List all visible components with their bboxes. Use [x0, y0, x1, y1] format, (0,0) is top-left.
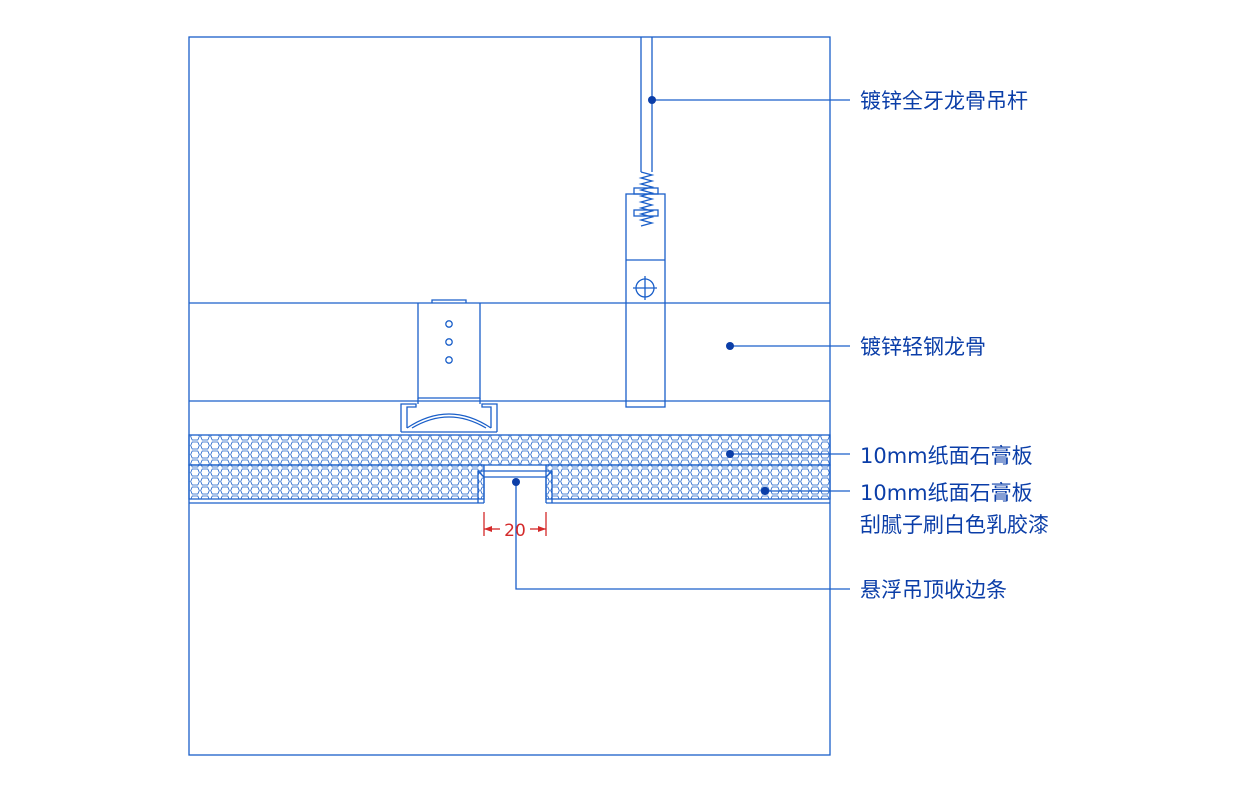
leader-dot-edge-strip: [512, 478, 520, 486]
gypsum-board-lower: [188, 464, 831, 500]
label-putty-latex-paint: 刮腻子刷白色乳胶漆: [860, 513, 1049, 537]
leader-dot-board-2: [761, 487, 769, 495]
keel-clip: [400, 403, 498, 433]
label-hanger-rod: 镀锌全牙龙骨吊杆: [860, 89, 1028, 113]
hanger-rod: [633, 37, 659, 227]
main-keel-profile: [417, 299, 481, 404]
leader-dot-light-steel-keel: [726, 342, 734, 350]
label-light-steel-keel: 镀锌轻钢龙骨: [860, 335, 986, 359]
hanger-bracket: [625, 193, 666, 408]
leader-dot-board-1: [726, 450, 734, 458]
label-gypsum-board-2: 10mm纸面石膏板: [860, 481, 1033, 505]
drawing-frame: [188, 36, 831, 756]
leader-dot-hanger-rod: [648, 96, 656, 104]
dimension-value: 20: [504, 521, 526, 541]
gypsum-board-upper: [188, 434, 831, 466]
dimension-20: [483, 512, 547, 536]
label-edge-strip: 悬浮吊顶收边条: [860, 578, 1007, 602]
label-gypsum-board-1: 10mm纸面石膏板: [860, 444, 1033, 468]
edge-strip-channel: [477, 470, 553, 503]
leader-edge-strip: [515, 482, 850, 590]
